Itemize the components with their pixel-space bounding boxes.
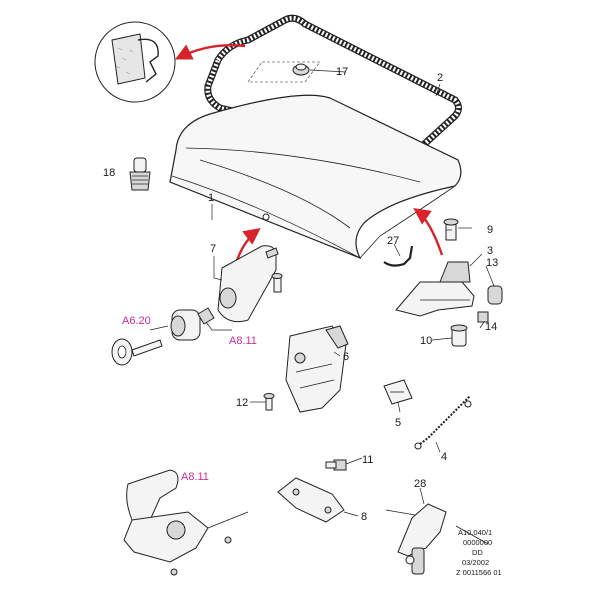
footer-line-4: 03/2002 xyxy=(462,558,489,567)
ignition-key xyxy=(111,338,163,366)
callout-7: 7 xyxy=(210,243,216,255)
footer-line-1: A10.040/1 xyxy=(458,528,492,537)
weatherstrip-seal xyxy=(204,14,462,156)
seal-detail-arrow xyxy=(174,44,246,60)
reference-a8-11-lower: A8.11 xyxy=(181,471,209,483)
callout-14: 14 xyxy=(485,321,497,333)
lid-hinge-assembly xyxy=(395,261,475,317)
torsion-spring-27 xyxy=(383,245,414,267)
lock-latch-6 xyxy=(285,325,349,413)
lock-screw xyxy=(271,273,283,293)
lock-cylinder xyxy=(170,307,215,341)
footer-line-2: 0000000 xyxy=(463,538,492,547)
callout-12: 12 xyxy=(236,397,248,409)
tension-spring-4 xyxy=(414,395,472,450)
callout-2: 2 xyxy=(437,72,443,84)
latch-screw-12 xyxy=(263,393,275,411)
striker-8 xyxy=(277,477,345,523)
cable-lever-28 xyxy=(385,503,489,575)
release-handle-lever xyxy=(123,469,249,576)
callout-6: 6 xyxy=(343,351,349,363)
callout-5: 5 xyxy=(395,417,401,429)
lock-cover-7 xyxy=(217,245,279,323)
callout-11: 11 xyxy=(362,454,373,466)
hinge-clip-13 xyxy=(487,285,503,305)
striker-bolt-11 xyxy=(325,459,347,471)
callout-17: 17 xyxy=(336,66,348,78)
callout-3: 3 xyxy=(487,245,493,257)
grommet-17 xyxy=(247,61,321,83)
hinge-bolt-10 xyxy=(450,324,468,347)
callout-10: 10 xyxy=(420,335,432,347)
hinge-bolt-9 xyxy=(443,218,459,241)
cable-clip-5 xyxy=(383,379,413,405)
footer-line-3: DD xyxy=(472,548,483,557)
callout-13: 13 xyxy=(486,257,498,269)
callout-8: 8 xyxy=(361,511,367,523)
leader-lines xyxy=(149,69,495,517)
bump-stop-18 xyxy=(129,157,151,191)
callout-27: 27 xyxy=(387,235,399,247)
callout-4: 4 xyxy=(441,451,447,463)
callout-9: 9 xyxy=(487,224,493,236)
footer-block: A10.040/1 0000000 DD 03/2002 Z 0011566 0… xyxy=(456,528,502,577)
callout-1: 1 xyxy=(208,192,214,204)
luggage-compartment-lid xyxy=(169,94,462,260)
hinge-nut-14 xyxy=(477,311,489,323)
callout-18: 18 xyxy=(103,167,115,179)
reference-a6-20: A6.20 xyxy=(122,315,151,327)
reference-a8-11-upper: A8.11 xyxy=(229,335,257,347)
seal-section-detail xyxy=(94,21,176,103)
footer-line-5: Z 0011566 01 xyxy=(456,568,502,577)
callout-28: 28 xyxy=(414,478,426,490)
lid-hinge-arrow xyxy=(413,208,444,256)
